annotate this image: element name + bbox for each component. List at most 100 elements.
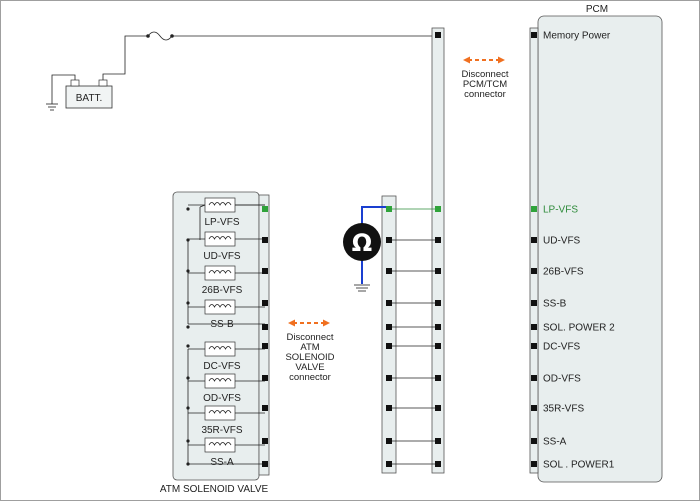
valve-label: SS-B [210,319,234,330]
coil-winding [208,442,232,446]
coil-winding [208,270,232,274]
harness-pin [435,206,441,212]
atm-title: ATM SOLENOID VALVE [160,484,269,495]
coil-winding [208,346,232,350]
pcm-pin [531,375,537,381]
pcm-pin [531,300,537,306]
junction-dot [186,376,190,380]
note-line: connector [464,89,506,100]
ohm-symbol: Ω [352,229,372,257]
atm-pin [262,343,268,349]
pcm-pin-label: SS-B [543,299,567,310]
pcm-pin-label: 35R-VFS [543,404,584,415]
breakout-pin [386,268,392,274]
harness-pin [435,438,441,444]
valve-label: 26B-VFS [202,285,243,296]
battery-ground-wire [51,74,76,104]
atm-pin [262,461,268,467]
junction-dot [186,406,190,410]
pcm-pin-label: DC-VFS [543,342,581,353]
junction-dot [186,269,190,273]
pcm-pin [531,405,537,411]
breakout-pin [386,405,392,411]
pcm-pin [531,343,537,349]
valve-label: OD-VFS [203,393,241,404]
pcm-pin-label: OD-VFS [543,374,581,385]
junction-dot [186,301,190,305]
breakout-connector [381,195,397,474]
valve-label: 35R-VFS [201,425,242,436]
fuse-icon [147,31,173,41]
note-line: PCM/TCM [463,79,507,90]
valve-label: SS-A [210,457,234,468]
pcm-pin [531,32,537,38]
atm-valve-list: LP-VFS UD-VFS 26B-VFS SS-B DC-VFS OD-VFS 35R-V… [186,197,268,468]
atm-pin [262,237,268,243]
pcm-pin-label: Memory Power [543,31,611,42]
breakout-pin [386,438,392,444]
breakout-pin [386,300,392,306]
breakout-pin [386,206,392,212]
meter-probe-wire [361,206,389,224]
harness-pin [435,343,441,349]
harness-pin [435,324,441,330]
harness-pin [435,32,441,38]
atm-pin [262,405,268,411]
atm-pin [262,324,268,330]
note-line: SOLENOID [285,352,334,363]
atm-pin [262,300,268,306]
valve-label: LP-VFS [204,217,239,228]
junction-dot [186,439,190,443]
pcm-pin-label: 26B-VFS [543,267,584,278]
atm-pin [262,375,268,381]
junction-dot [186,462,190,466]
pcm-pin [531,206,537,212]
valve-label: DC-VFS [203,361,241,372]
pcm-pin [531,438,537,444]
harness-pin [435,268,441,274]
breakout-pin [386,461,392,467]
valve-label: UD-VFS [203,251,241,262]
note-line: Disconnect [462,69,509,80]
coil-winding [208,202,232,206]
pcm-pin [531,268,537,274]
pcm-pin-label: UD-VFS [543,236,581,247]
pcm-pin-label: LP-VFS [543,205,578,216]
battery-positive-wire [102,35,148,80]
coil-winding [208,410,232,414]
note-line: VALVE [295,362,324,373]
junction-dot [186,344,190,348]
atm-pin [262,268,268,274]
harness-pin [435,405,441,411]
atm-pin [262,438,268,444]
coil-winding [208,304,232,308]
junction-dot [186,207,190,211]
pcm-harness-connector [431,27,445,474]
pcm-pin [531,237,537,243]
pcm-pin-label: SOL. POWER 2 [543,323,615,334]
breakout-pin [386,237,392,243]
battery-fuse-circuit: BATT. [46,31,440,111]
harness-pin [435,300,441,306]
harness-pin [435,375,441,381]
junction-dot [186,325,190,329]
atm-pin [262,206,268,212]
pcm-pin [531,461,537,467]
harness-pin [435,461,441,467]
junction-dot [186,238,190,242]
harness-pin [435,237,441,243]
note-line: connector [289,372,331,383]
disconnect-atm-arrow [288,319,330,327]
battery-icon [65,85,113,109]
note-line: ATM [300,342,319,353]
ohmmeter: Ω [343,206,389,292]
battery-terminal-pos [98,79,108,87]
disconnect-pcm-arrow [463,56,505,64]
breakout-pin [386,343,392,349]
pcm-pin-label: SS-A [543,437,567,448]
pcm-pin [531,324,537,330]
ohmmeter-icon [343,223,381,261]
